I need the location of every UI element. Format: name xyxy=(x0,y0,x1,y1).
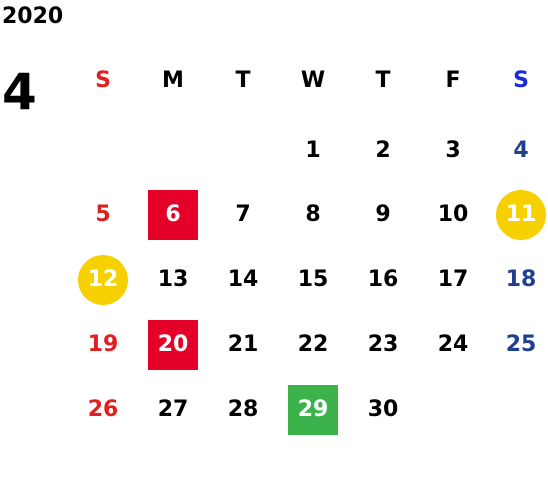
weekday-header-thu: T xyxy=(375,68,391,93)
day-cell-27[interactable]: 27 xyxy=(157,397,189,422)
day-cell-11[interactable]: 11 xyxy=(496,190,546,240)
day-cell-4[interactable]: 4 xyxy=(513,138,529,163)
day-cell-29[interactable]: 29 xyxy=(288,385,338,435)
calendar-year: 2020 xyxy=(2,4,64,29)
day-cell-2[interactable]: 2 xyxy=(375,138,391,163)
day-cell-25[interactable]: 25 xyxy=(505,332,537,357)
weekday-header-mon: M xyxy=(162,68,184,93)
day-cell-1[interactable]: 1 xyxy=(305,138,321,163)
day-cell-7[interactable]: 7 xyxy=(235,202,251,227)
day-cell-20[interactable]: 20 xyxy=(148,320,198,370)
day-cell-22[interactable]: 22 xyxy=(297,332,329,357)
weekday-header-sat: S xyxy=(513,68,529,93)
day-cell-23[interactable]: 23 xyxy=(367,332,399,357)
day-cell-24[interactable]: 24 xyxy=(437,332,469,357)
day-cell-15[interactable]: 15 xyxy=(297,267,329,292)
weekday-header-fri: F xyxy=(445,68,461,93)
day-cell-13[interactable]: 13 xyxy=(157,267,189,292)
day-cell-14[interactable]: 14 xyxy=(227,267,259,292)
calendar-month: 4 xyxy=(2,63,37,121)
day-cell-10[interactable]: 10 xyxy=(437,202,469,227)
day-cell-8[interactable]: 8 xyxy=(305,202,321,227)
day-cell-12[interactable]: 12 xyxy=(78,255,128,305)
weekday-header-wed: W xyxy=(300,68,326,93)
day-cell-21[interactable]: 21 xyxy=(227,332,259,357)
day-cell-30[interactable]: 30 xyxy=(367,397,399,422)
day-cell-18[interactable]: 18 xyxy=(505,267,537,292)
day-cell-5[interactable]: 5 xyxy=(95,202,111,227)
day-cell-28[interactable]: 28 xyxy=(227,397,259,422)
day-cell-16[interactable]: 16 xyxy=(367,267,399,292)
weekday-header-sun: S xyxy=(95,68,111,93)
day-cell-17[interactable]: 17 xyxy=(437,267,469,292)
weekday-header-tue: T xyxy=(235,68,251,93)
day-cell-19[interactable]: 19 xyxy=(87,332,119,357)
day-cell-3[interactable]: 3 xyxy=(445,138,461,163)
day-cell-26[interactable]: 26 xyxy=(87,397,119,422)
day-cell-6[interactable]: 6 xyxy=(148,190,198,240)
day-cell-9[interactable]: 9 xyxy=(375,202,391,227)
